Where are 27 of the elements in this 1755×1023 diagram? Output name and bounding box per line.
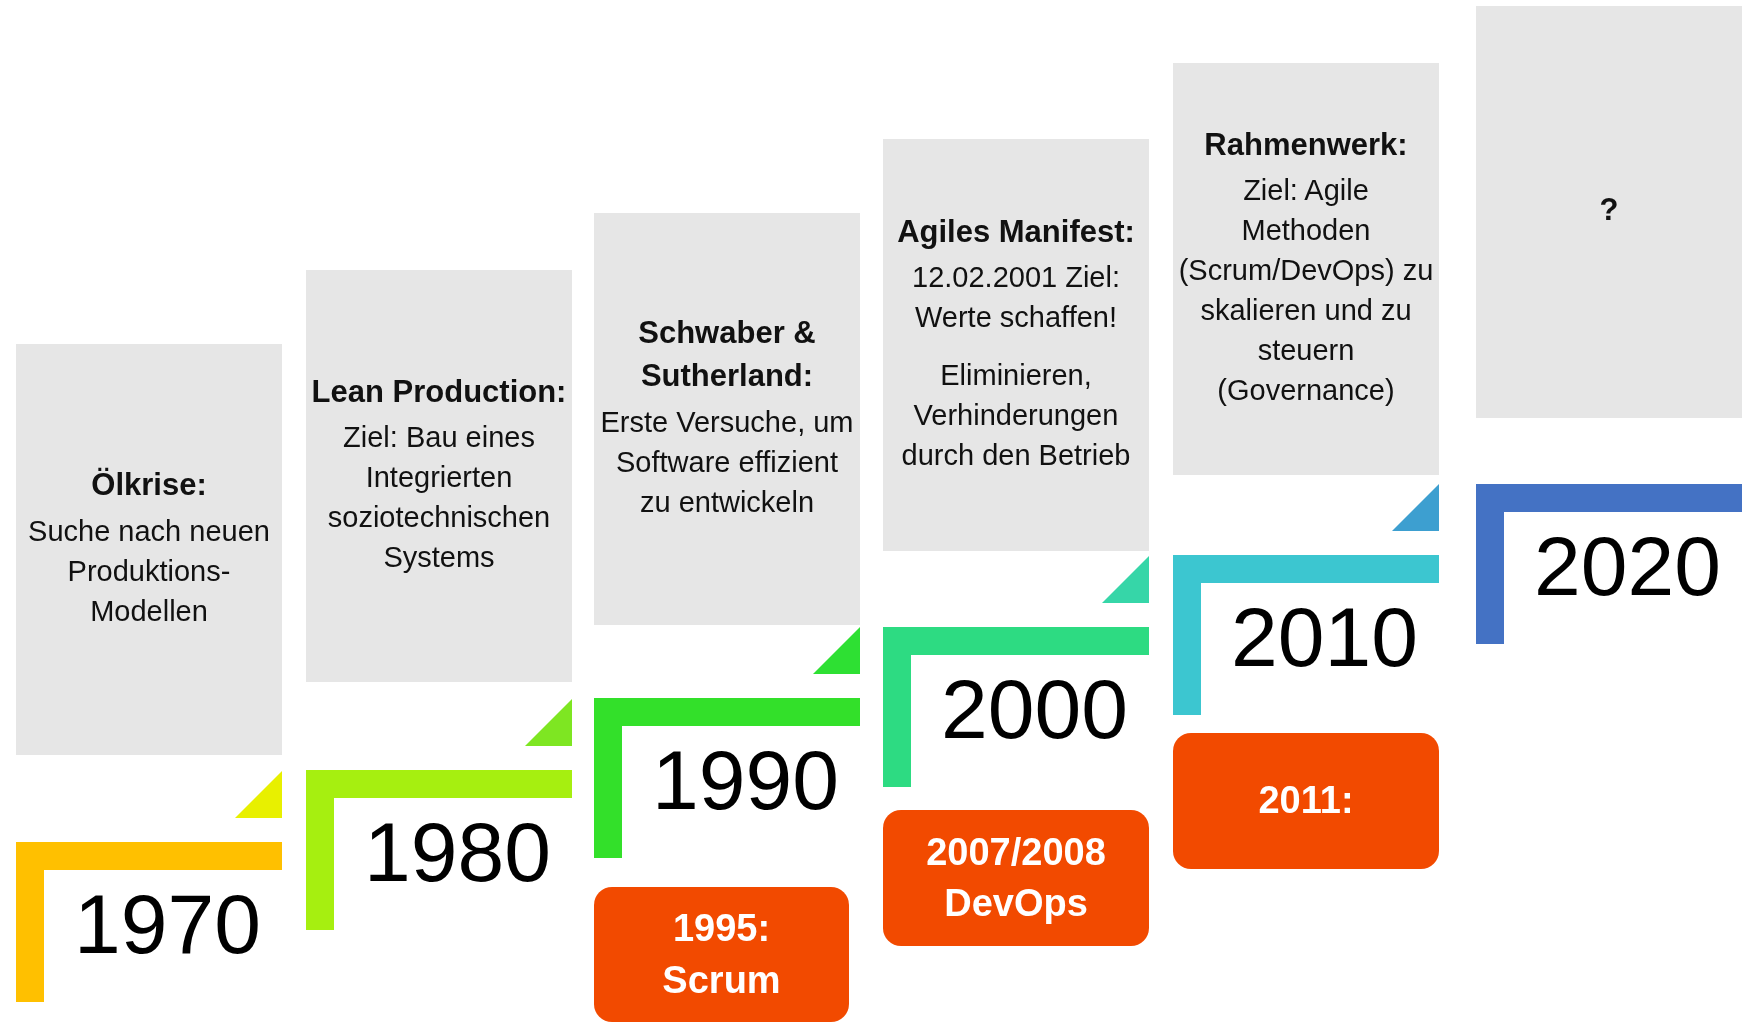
- milestone-card: [306, 270, 572, 682]
- milestone-description: Erste Versuche, um Software effizient zu entwickeln: [599, 404, 855, 520]
- milestone-description: 12.02.2001 Ziel: Werte schaffen!: [911, 260, 1121, 336]
- milestone-heading: Lean Production:: [311, 372, 567, 411]
- event-badge: 2007/2008 DevOps: [883, 810, 1149, 946]
- milestone-description: Ziel: Agile Methoden (Scrum/DevOps) zu skalieren und zu steuern (Governance): [1177, 173, 1435, 409]
- milestone-heading: Rahmenwerk:: [1204, 125, 1408, 164]
- year-label: 1980: [364, 810, 551, 894]
- year-label: 2000: [941, 667, 1128, 751]
- milestone-card: [594, 213, 860, 625]
- year-label: 1970: [74, 882, 261, 966]
- milestone-description: Eliminieren, Verhinderungen durch den Betrieb: [900, 358, 1132, 474]
- milestone-card: [1173, 63, 1439, 475]
- year-label: 1990: [652, 738, 839, 822]
- milestone-description: Suche nach neuen Produktions- Modellen: [27, 513, 271, 629]
- milestone-heading: Ölkrise:: [91, 466, 207, 505]
- year-label: 2020: [1534, 524, 1721, 608]
- milestone-card: [1476, 6, 1742, 418]
- milestone-card: [16, 344, 282, 755]
- event-badge: 1995: Scrum: [594, 887, 849, 1022]
- milestone-heading: ?: [1599, 190, 1619, 229]
- milestone-card: [883, 139, 1149, 551]
- milestone-heading: Agiles Manifest:: [897, 212, 1135, 251]
- event-badge: 2011:: [1173, 733, 1439, 869]
- year-label: 2010: [1231, 595, 1418, 679]
- milestone-description: Ziel: Bau eines Integrierten soziotechnischen Systems: [326, 420, 552, 576]
- milestone-heading: Schwaber & Sutherland:: [637, 314, 817, 395]
